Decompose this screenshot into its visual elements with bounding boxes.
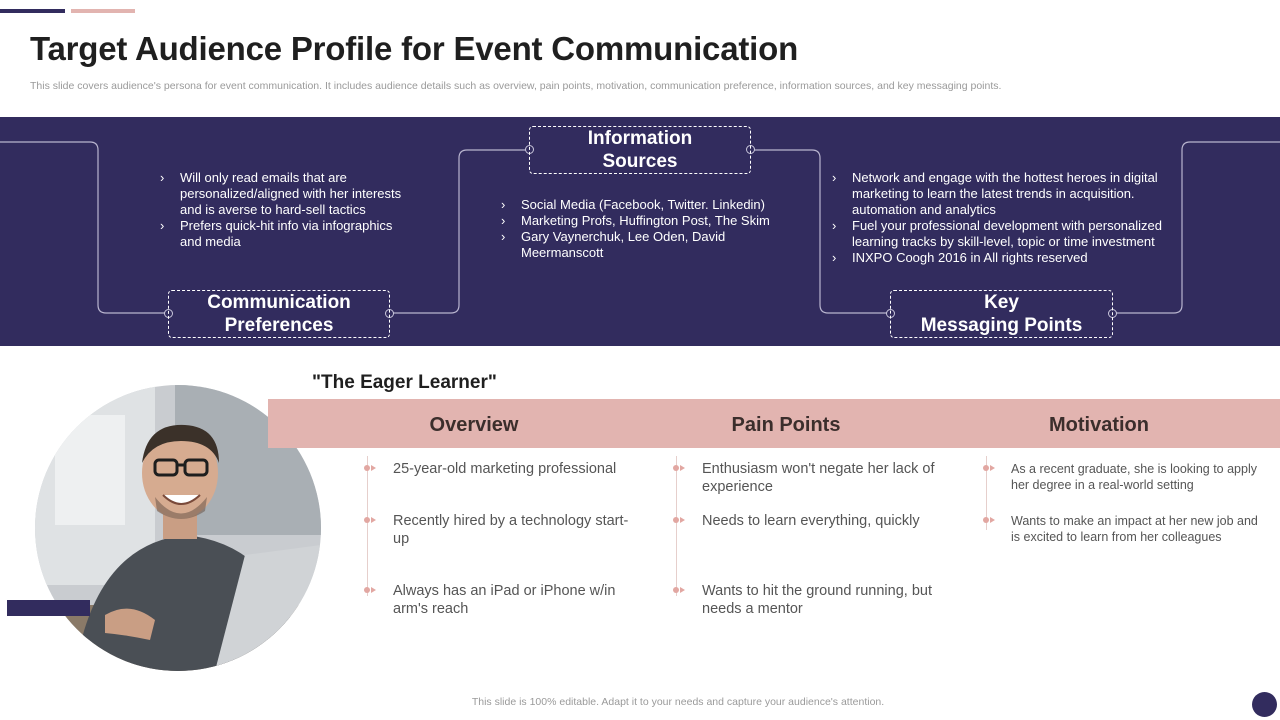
pain-points-heading: Pain Points (731, 414, 841, 436)
key-messaging-points-label-line2: Messaging Points (920, 315, 1083, 336)
connector-lines (0, 141, 1280, 314)
motivation-divider (986, 456, 987, 530)
communication-preferences-label-line1: Communication (207, 292, 351, 313)
communication-preferences-label: Communication Preferences (168, 290, 390, 338)
list-item: Network and engage with the hottest hero… (832, 170, 1177, 218)
page-title: Target Audience Profile for Event Commun… (30, 30, 799, 67)
pain-points-divider (676, 456, 677, 596)
pain-points-item: Needs to learn everything, quickly (702, 513, 920, 529)
corner-dot-decoration (1252, 692, 1277, 717)
key-messaging-points-label: Key Messaging Points (890, 290, 1113, 338)
footer-note: This slide is 100% editable. Adapt it to… (471, 696, 885, 708)
columns-header-bar (268, 399, 1280, 448)
arrow-bullet-icon (364, 465, 376, 471)
list-item: Marketing Profs, Huffington Post, The Sk… (501, 213, 791, 229)
arrow-bullet-icon (673, 465, 685, 471)
list-item: Fuel your professional development with … (832, 218, 1177, 250)
arrow-bullet-icon (673, 517, 685, 523)
photo-accent-tag (7, 600, 90, 616)
key-messaging-points-list: Network and engage with the hottest hero… (832, 170, 1177, 266)
information-sources-label-line2: Sources (602, 151, 678, 172)
information-sources-label: Information Sources (529, 126, 751, 174)
motivation-item: Wants to make an impact at her new job a… (1011, 514, 1258, 544)
arrow-bullet-icon (983, 465, 995, 471)
overview-divider (367, 456, 368, 596)
motivation-item: As a recent graduate, she is looking to … (1011, 462, 1257, 492)
overview-heading: Overview (429, 414, 519, 436)
persona-name: "The Eager Learner" (312, 372, 497, 393)
list-item: Gary Vaynerchuk, Lee Oden, David Meerman… (501, 229, 791, 261)
communication-preferences-list: Will only read emails that are personali… (160, 170, 410, 250)
arrow-bullet-icon (673, 587, 685, 593)
arrow-bullet-icon (983, 517, 995, 523)
overview-item: Always has an iPad or iPhone w/in arm's … (393, 583, 616, 617)
information-sources-list: Social Media (Facebook, Twitter. Linkedi… (501, 197, 791, 261)
audience-preferences-band: Information Sources Communication Prefer… (0, 117, 1280, 346)
arrow-bullet-icon (364, 587, 376, 593)
pain-points-item: Wants to hit the ground running, but nee… (702, 583, 932, 617)
key-messaging-points-label-line1: Key (984, 292, 1019, 313)
motivation-heading: Motivation (1049, 414, 1149, 436)
overview-item: Recently hired by a technology start-up (393, 513, 629, 547)
overview-item: 25-year-old marketing professional (393, 461, 617, 477)
accent-bar-pink (71, 9, 135, 13)
accent-bar-navy (0, 9, 65, 13)
arrow-bullet-icon (364, 517, 376, 523)
list-item: Will only read emails that are personali… (160, 170, 410, 218)
pain-points-item: Enthusiasm won't negate her lack of expe… (702, 461, 935, 495)
list-item: Prefers quick-hit info via infographics … (160, 218, 410, 250)
list-item: Social Media (Facebook, Twitter. Linkedi… (501, 197, 791, 213)
communication-preferences-label-line2: Preferences (224, 315, 334, 336)
page-subtitle: This slide covers audience's persona for… (30, 80, 1002, 92)
information-sources-label-line1: Information (587, 128, 693, 149)
list-item: INXPO Coogh 2016 in All rights reserved (832, 250, 1177, 266)
